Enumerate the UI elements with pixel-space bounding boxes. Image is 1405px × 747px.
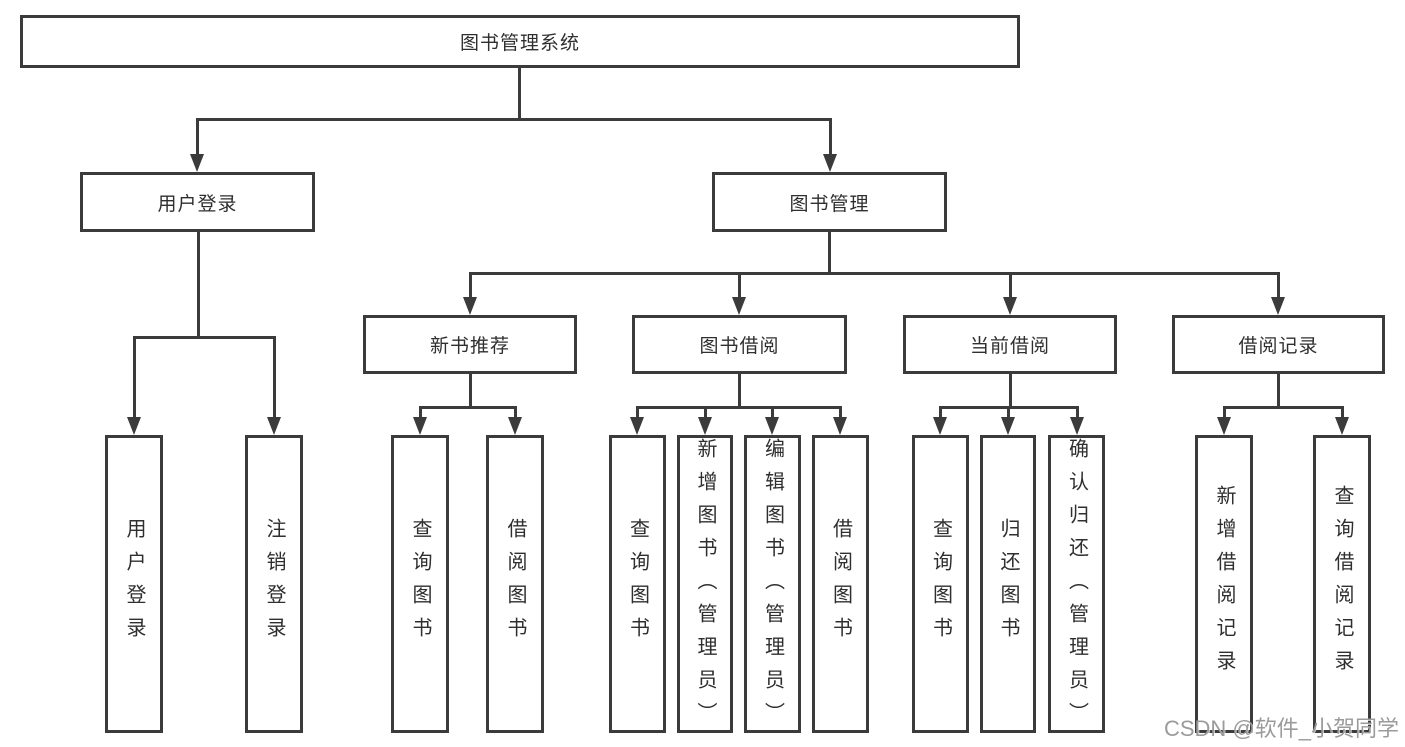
connector-line [133,336,136,420]
connector-line [419,406,517,409]
node-leaf-br-query-record-label: 查询借阅记录 [1331,485,1353,683]
connector-line [469,272,1280,275]
arrow-down-icon [1070,417,1084,435]
connector-line [828,232,831,272]
connector-line [738,272,741,299]
node-leaf-bb-borrow-book-label: 借阅图书 [829,518,852,650]
connector-line [636,406,639,420]
node-book-borrow: 图书借阅 [632,315,847,374]
connector-line [273,336,276,420]
node-leaf-bb-add-book: 新增图书（管理员） [677,435,733,735]
node-root-label: 图书管理系统 [459,33,580,54]
node-leaf-nbr-query-book: 查询图书 [391,435,449,733]
arrow-down-icon [190,154,204,172]
connector-line [419,406,422,420]
arrow-down-icon [630,417,644,435]
connector-line [738,374,741,406]
node-root: 图书管理系统 [20,15,1020,68]
arrow-down-icon [1335,417,1349,435]
arrow-down-icon [267,417,281,435]
arrow-down-icon [933,417,947,435]
node-leaf-logout-login-label: 注销登录 [263,518,285,650]
arrow-down-icon [698,417,712,435]
node-leaf-cb-confirm-return-label: 确认归还（管理员） [1065,438,1088,735]
node-leaf-bb-query-book: 查询图书 [609,435,666,733]
node-new-book-rec-label: 新书推荐 [429,336,510,357]
arrow-down-icon [127,417,141,435]
node-leaf-user-login-label: 用户登录 [123,518,145,650]
node-leaf-br-add-record: 新增借阅记录 [1195,435,1253,733]
node-leaf-br-query-record: 查询借阅记录 [1313,435,1371,733]
connector-line [1009,272,1012,299]
node-borrow-record-label: 借阅记录 [1238,336,1319,357]
connector-line [1223,406,1344,409]
arrow-down-icon [463,297,477,315]
node-leaf-nbr-borrow-book: 借阅图书 [486,435,544,733]
node-book-mgmt: 图书管理 [712,172,947,232]
arrow-down-icon [823,154,837,172]
arrow-down-icon [765,417,779,435]
node-leaf-bb-borrow-book: 借阅图书 [812,435,869,733]
connector-line [829,118,832,156]
connector-line [839,406,842,420]
arrow-down-icon [508,417,522,435]
connector-line [1009,374,1012,406]
arrow-down-icon [1217,417,1231,435]
node-leaf-logout-login: 注销登录 [245,435,303,733]
node-leaf-bb-query-book-label: 查询图书 [626,518,649,650]
node-current-borrow-label: 当前借阅 [969,336,1050,357]
node-current-borrow: 当前借阅 [903,315,1117,374]
connector-line [636,406,842,409]
node-user-login: 用户登录 [80,172,315,232]
node-leaf-bb-edit-book-label: 编辑图书（管理员） [761,438,784,735]
node-leaf-cb-confirm-return: 确认归还（管理员） [1048,435,1105,735]
connector-line [1277,272,1280,299]
node-leaf-bb-edit-book: 编辑图书（管理员） [744,435,801,735]
node-user-login-label: 用户登录 [157,193,238,215]
node-leaf-nbr-query-book-label: 查询图书 [409,518,431,650]
connector-line [196,118,832,121]
connector-line [939,406,942,420]
arrow-down-icon [1003,297,1017,315]
node-book-borrow-label: 图书借阅 [699,336,780,357]
connector-line [1007,406,1010,420]
node-borrow-record: 借阅记录 [1172,315,1385,374]
connector-line [469,272,472,299]
arrow-down-icon [833,417,847,435]
arrow-down-icon [1271,297,1285,315]
arrow-down-icon [732,297,746,315]
connector-line [197,232,200,336]
node-leaf-user-login: 用户登录 [105,435,163,733]
node-leaf-cb-return-book-label: 归还图书 [997,518,1019,650]
connector-line [1277,374,1280,406]
connector-line [771,406,774,420]
connector-line [196,118,199,156]
node-leaf-cb-query-book: 查询图书 [912,435,969,733]
connector-line [518,68,521,118]
node-leaf-nbr-borrow-book-label: 借阅图书 [504,518,526,650]
node-leaf-cb-return-book: 归还图书 [980,435,1036,733]
connector-line [1341,406,1344,420]
connector-line [469,374,472,406]
node-book-mgmt-label: 图书管理 [789,193,870,215]
connector-line [1076,406,1079,420]
node-leaf-cb-query-book-label: 查询图书 [929,518,952,650]
csdn-watermark: CSDN @软件_小贺同学 [1163,716,1399,741]
arrow-down-icon [1001,417,1015,435]
node-new-book-rec: 新书推荐 [363,315,577,374]
node-leaf-br-add-record-label: 新增借阅记录 [1213,485,1235,683]
arrow-down-icon [413,417,427,435]
node-leaf-bb-add-book-label: 新增图书（管理员） [694,438,716,735]
connector-line [1223,406,1226,420]
connector-line [514,406,517,420]
connector-line [704,406,707,420]
connector-line [133,336,276,339]
